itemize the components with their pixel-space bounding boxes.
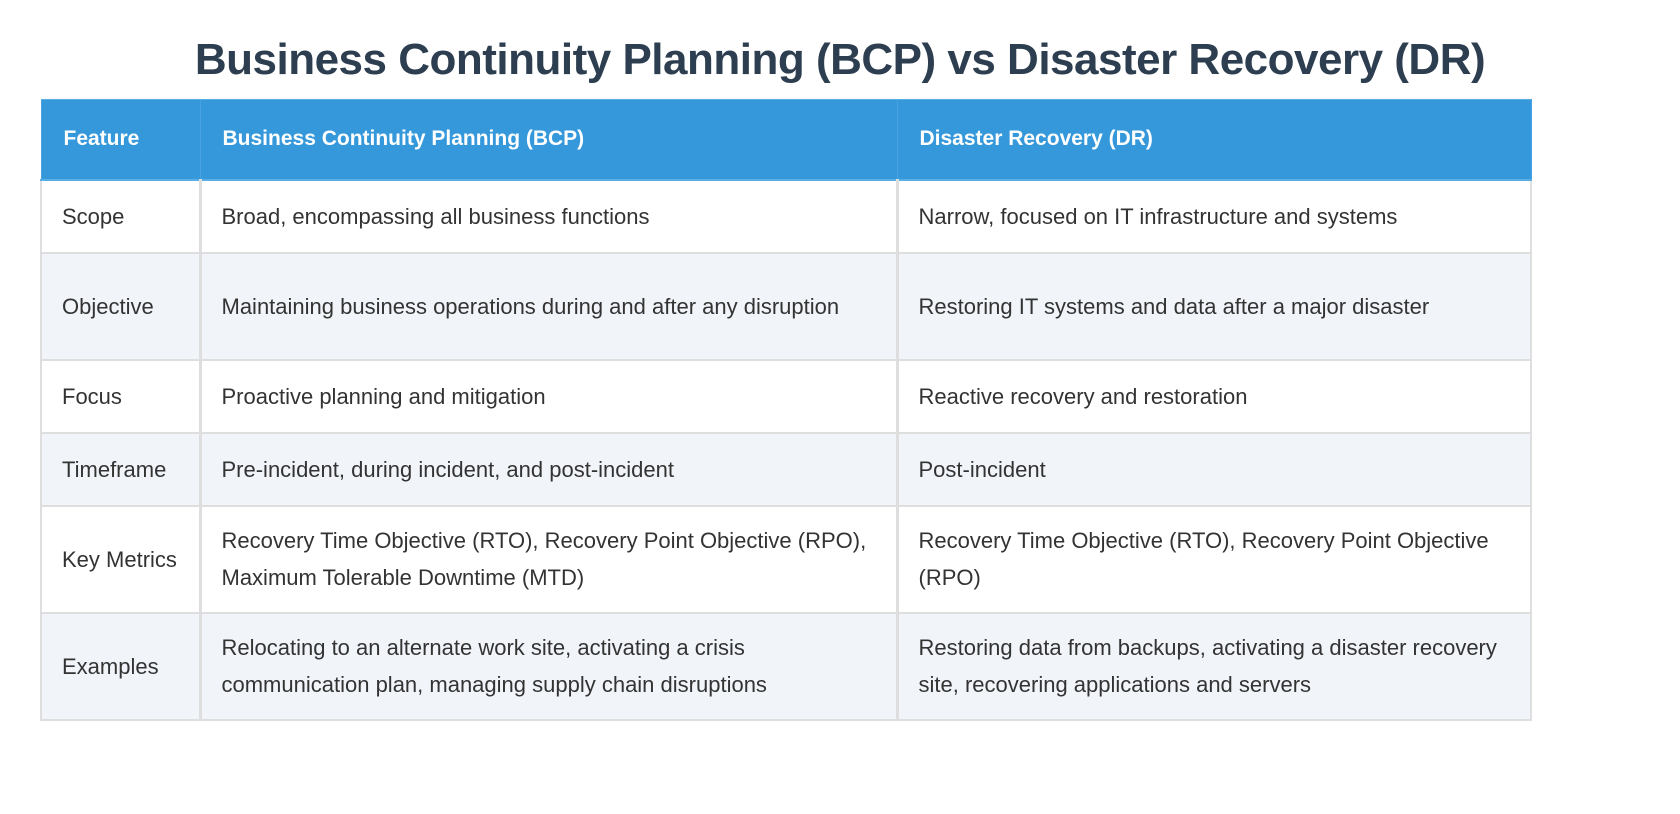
header-row: Feature Business Continuity Planning (BC… <box>40 99 1532 181</box>
dr-cell: Reactive recovery and restoration <box>895 358 1532 434</box>
bcp-cell: Recovery Time Objective (RTO), Recovery … <box>198 504 899 614</box>
feature-cell: Timeframe <box>40 431 202 507</box>
feature-cell: Focus <box>40 358 202 434</box>
dr-cell: Restoring IT systems and data after a ma… <box>895 251 1532 361</box>
dr-cell: Recovery Time Objective (RTO), Recovery … <box>895 504 1532 614</box>
feature-cell: Examples <box>40 611 202 721</box>
bcp-cell: Broad, encompassing all business functio… <box>198 178 899 254</box>
table-row-examples: Examples Relocating to an alternate work… <box>40 611 1532 721</box>
comparison-table: Feature Business Continuity Planning (BC… <box>40 99 1532 721</box>
feature-cell: Key Metrics <box>40 504 202 614</box>
feature-cell: Scope <box>40 178 202 254</box>
dr-cell: Narrow, focused on IT infrastructure and… <box>895 178 1532 254</box>
bcp-cell: Pre-incident, during incident, and post-… <box>198 431 899 507</box>
feature-cell: Objective <box>40 251 202 361</box>
bcp-cell: Proactive planning and mitigation <box>198 358 899 434</box>
table-row-timeframe: Timeframe Pre-incident, during incident,… <box>40 431 1532 507</box>
dr-cell: Post-incident <box>895 431 1532 507</box>
table-row-scope: Scope Broad, encompassing all business f… <box>40 178 1532 254</box>
table-header: Feature Business Continuity Planning (BC… <box>40 99 1532 181</box>
header-bcp: Business Continuity Planning (BCP) <box>199 99 898 181</box>
table-row-focus: Focus Proactive planning and mitigation … <box>40 358 1532 434</box>
table-row-key-metrics: Key Metrics Recovery Time Objective (RTO… <box>40 504 1532 614</box>
bcp-cell: Relocating to an alternate work site, ac… <box>198 611 899 721</box>
bcp-cell: Maintaining business operations during a… <box>198 251 899 361</box>
page-title: Business Continuity Planning (BCP) vs Di… <box>194 35 1486 84</box>
table-body: Scope Broad, encompassing all business f… <box>40 178 1532 721</box>
dr-cell: Restoring data from backups, activating … <box>895 611 1532 721</box>
table-row-objective: Objective Maintaining business operation… <box>40 251 1532 361</box>
header-feature: Feature <box>40 99 201 181</box>
header-dr: Disaster Recovery (DR) <box>896 99 1532 181</box>
